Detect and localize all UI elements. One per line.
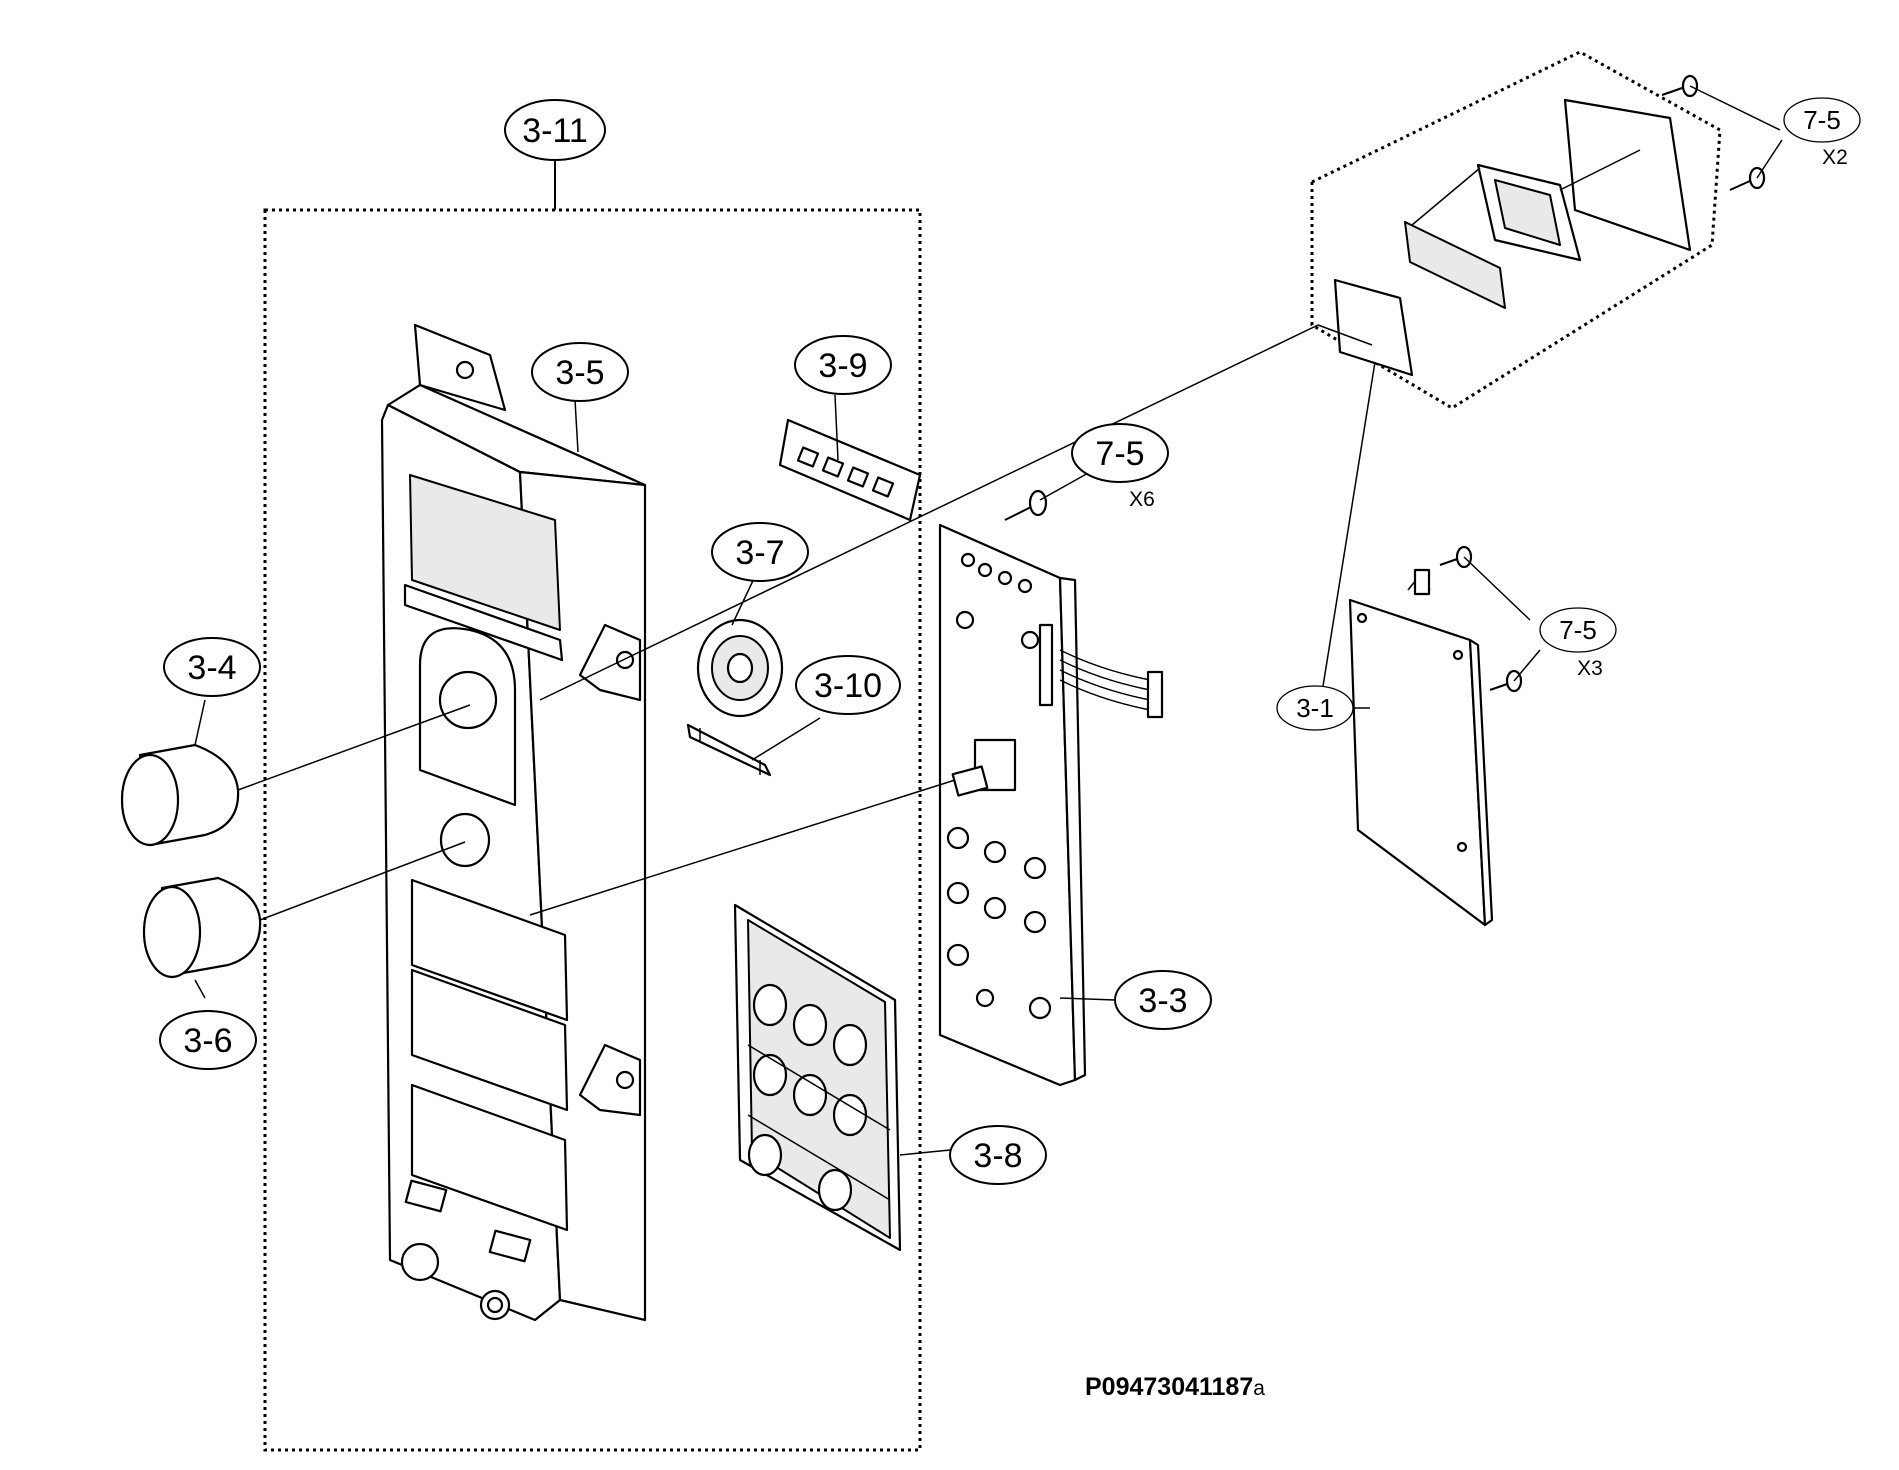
part-3-8-keypad	[733, 903, 902, 1252]
callout-3-3: 3-3	[1114, 970, 1212, 1030]
callout-3-8: 3-8	[949, 1125, 1047, 1185]
callout-label: 3-5	[555, 354, 604, 392]
screw-icon	[1439, 545, 1473, 569]
document-code-main: P09473041187	[1085, 1373, 1253, 1401]
screw-icon	[1004, 489, 1048, 521]
screw-icon	[1489, 669, 1523, 693]
document-code: P09473041187a	[1085, 1373, 1265, 1401]
callout-label: 7-5	[1803, 105, 1841, 135]
part-3-6-knob	[142, 876, 262, 979]
part-3-7-encoder-disc	[696, 618, 784, 718]
assembly-3-11-boundary	[263, 208, 922, 1452]
callout-3-4: 3-4	[163, 637, 261, 697]
callout-7-5-x3: 7-5 X3	[1539, 607, 1617, 680]
callout-label: 7-5	[1559, 615, 1597, 645]
part-3-10-clip	[686, 723, 772, 777]
callout-3-9: 3-9	[794, 335, 892, 395]
callout-label: 3-11	[522, 112, 588, 150]
callout-label: 3-4	[187, 649, 236, 687]
part-3-9-key-strip	[778, 418, 922, 522]
screw-icon	[1729, 166, 1766, 191]
keypad-buttons	[747, 983, 868, 1212]
callout-label: 3-10	[814, 667, 882, 705]
part-3-1-display-board	[1348, 568, 1494, 927]
callout-3-10: 3-10	[795, 655, 901, 715]
callout-3-7: 3-7	[711, 522, 809, 582]
callout-3-6: 3-6	[159, 1010, 257, 1070]
callout-label: 3-1	[1296, 693, 1334, 723]
display-module-boundary	[1310, 50, 1722, 410]
callout-label: 3-9	[818, 347, 867, 385]
callout-3-11: 3-11	[504, 99, 606, 161]
document-code-suffix: a	[1253, 1377, 1265, 1400]
callout-label: 3-6	[183, 1022, 232, 1060]
part-3-3-control-board	[938, 523, 1164, 1087]
leader-lines	[194, 85, 1783, 1156]
callout-qty: X3	[1577, 657, 1603, 680]
callout-3-1: 3-1	[1276, 685, 1354, 731]
display-module-parts	[1333, 98, 1692, 377]
callout-label: 3-3	[1138, 982, 1187, 1020]
callout-3-5: 3-5	[531, 342, 629, 402]
callout-label: 7-5	[1095, 435, 1144, 473]
callout-qty: X2	[1822, 146, 1848, 169]
control-panel-frame	[380, 323, 647, 1322]
callout-label: 3-7	[735, 534, 784, 572]
callout-7-5-x6: 7-5 X6	[1071, 423, 1169, 511]
callout-label: 3-8	[973, 1137, 1022, 1175]
part-3-4-knob	[120, 743, 240, 847]
callout-qty: X6	[1129, 488, 1155, 511]
callout-7-5-x2: 7-5 X2	[1783, 97, 1861, 169]
screw-icon	[1661, 74, 1699, 98]
